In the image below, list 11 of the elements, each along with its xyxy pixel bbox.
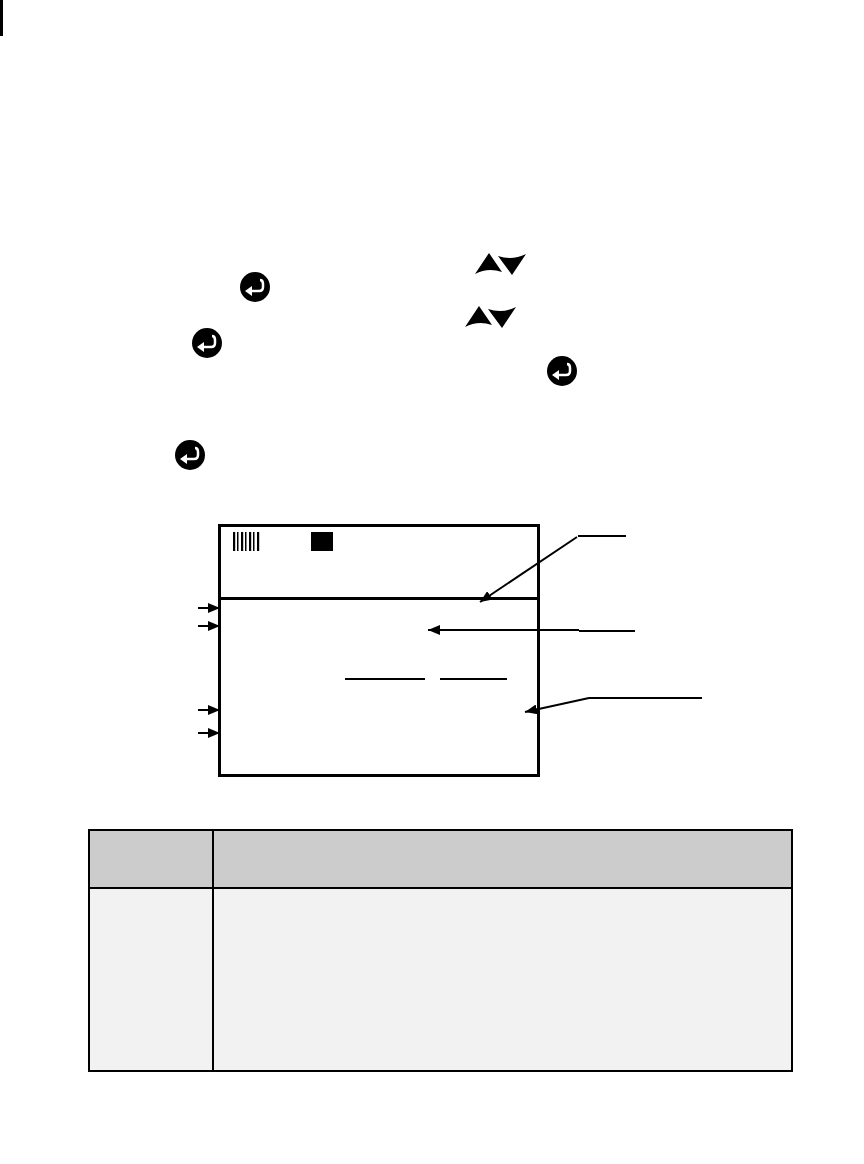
arrow bbox=[197, 728, 221, 738]
arrow bbox=[524, 697, 590, 715]
arrow bbox=[197, 603, 221, 613]
underline bbox=[578, 535, 626, 537]
arrow bbox=[197, 621, 221, 631]
display-screen bbox=[218, 524, 540, 777]
arrow bbox=[197, 705, 221, 715]
arrow bbox=[427, 625, 580, 635]
underline bbox=[589, 697, 702, 699]
underline bbox=[579, 630, 635, 632]
arrow bbox=[479, 536, 578, 603]
